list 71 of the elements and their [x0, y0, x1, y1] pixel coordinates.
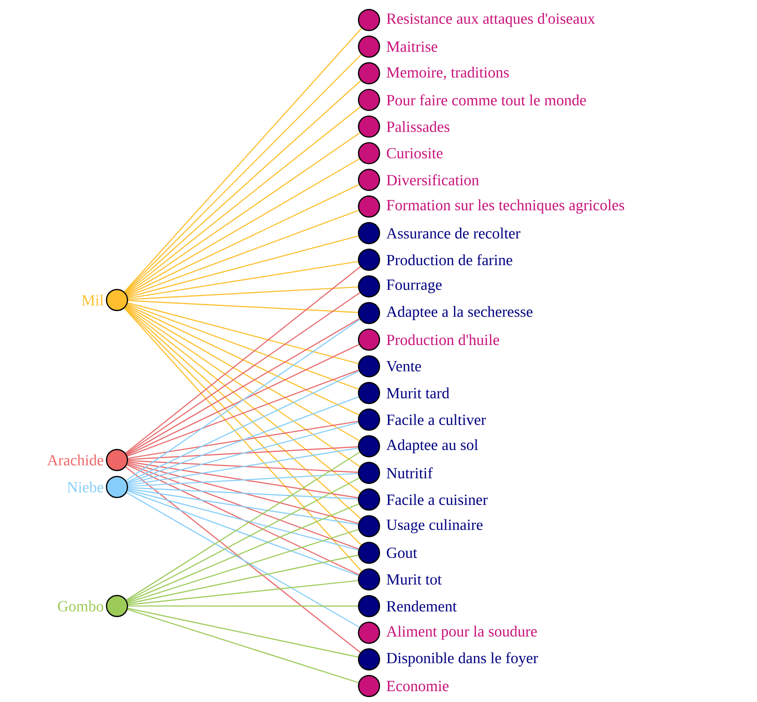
connector-line — [128, 461, 358, 498]
connector-line — [128, 580, 358, 606]
connector-line — [127, 503, 359, 602]
node-label: Arachide — [47, 454, 104, 466]
node-label: Aliment pour la soudure — [386, 626, 537, 640]
connector-line — [126, 370, 360, 483]
connector-line — [125, 466, 361, 653]
connector-line — [126, 184, 360, 296]
connector-line — [128, 462, 358, 524]
connector-line — [128, 235, 358, 298]
connector-line — [126, 305, 360, 442]
connector-line — [126, 478, 360, 602]
connector-line — [128, 260, 358, 299]
node-label: Production d'huile — [386, 334, 500, 346]
node-label: Production de farine — [386, 254, 512, 266]
connector-line — [126, 492, 360, 628]
connector-line — [128, 472, 358, 487]
node-label: Adaptee a la secheresse — [386, 306, 532, 320]
node-label: Diversification — [386, 174, 479, 186]
node-label: Murit tard — [386, 388, 450, 398]
node-label: Palissades — [386, 121, 450, 132]
connector-line — [128, 554, 358, 604]
node-label: Vente — [386, 361, 421, 372]
node-label: Rendement — [386, 600, 457, 612]
connector-line — [127, 608, 359, 684]
connector-line — [127, 370, 359, 457]
node-label: Mil — [82, 294, 104, 306]
node-label: Resistance aux attaques d'oiseaux — [386, 12, 595, 28]
node-label: Niebe — [67, 482, 104, 492]
node-label: Curiosite — [386, 148, 442, 158]
connector-line — [128, 422, 358, 485]
node-label: Facile a cuisiner — [386, 494, 488, 505]
node-label: Adaptee au sol — [386, 439, 478, 454]
connector-line — [128, 302, 358, 364]
node-label: Disponible dans le foyer — [386, 652, 538, 666]
node-label: Maitrise — [386, 41, 438, 52]
node-label: Assurance de recolter — [386, 228, 520, 239]
connector-line — [127, 396, 359, 484]
connector-line — [128, 487, 358, 500]
connector-line — [127, 490, 359, 576]
node-label: Nutritif — [386, 467, 433, 478]
node-label: Economie — [386, 680, 448, 692]
node-label: Fourrage — [386, 280, 442, 294]
node-label: Facile a cultiver — [386, 414, 486, 426]
connector-line — [127, 463, 359, 550]
connector-line — [128, 300, 358, 314]
connector-line — [126, 304, 360, 416]
connector-line — [126, 452, 360, 601]
connector-line — [128, 286, 358, 300]
node-label: Usage culinaire — [386, 519, 482, 534]
connector-line — [128, 488, 358, 525]
connector-line — [126, 158, 360, 295]
connector-line — [127, 210, 359, 297]
connector-line — [127, 529, 359, 604]
connector-line — [126, 464, 360, 576]
connector-line — [128, 420, 358, 459]
node-label: Gout — [386, 548, 418, 558]
connector-line — [128, 460, 358, 473]
connector-line — [128, 608, 358, 658]
node-label: Pour faire comme tout le monde — [386, 94, 586, 106]
connector-line — [128, 447, 358, 486]
node-label: Memoire, traditions — [386, 66, 509, 80]
connector-line — [126, 344, 360, 456]
node-label: Gombo — [58, 600, 104, 612]
connector-line — [128, 489, 358, 551]
connector-line — [126, 318, 360, 455]
connector-line — [127, 303, 359, 390]
node-label: Formation sur les techniques agricoles — [386, 199, 624, 214]
node-label: Murit tot — [386, 574, 442, 585]
connector-line — [128, 605, 358, 607]
connector-line — [128, 446, 358, 460]
